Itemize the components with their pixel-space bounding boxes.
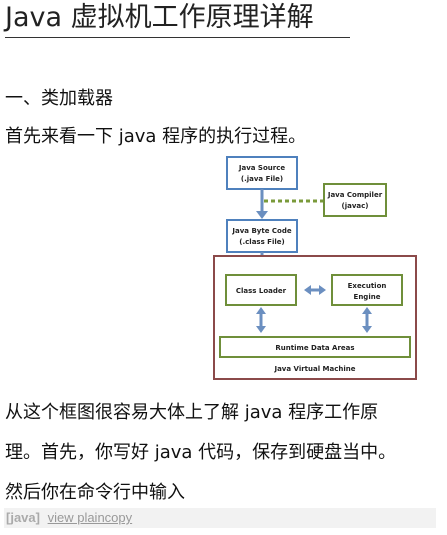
jvm-flow-diagram: Java Source (.java File) Java Compiler (… [213, 156, 417, 380]
java-compiler-line2: (javac) [342, 202, 369, 210]
page-title: Java 虚拟机工作原理详解 [5, 0, 350, 38]
class-loader-label: Class Loader [236, 287, 287, 295]
java-source-line2: (.java File) [241, 175, 283, 183]
byte-code-box [226, 219, 298, 253]
arrow-head-engine-down [362, 326, 372, 333]
byte-code-line2: (.class File) [239, 238, 284, 246]
paragraph-line-2: 理。首先，你写好 java 代码，保存到硬盘当中。 [5, 442, 397, 463]
arrow-head-left [304, 285, 311, 295]
code-language-label: [java] [6, 510, 40, 525]
arrow-head-right [319, 285, 326, 295]
arrow-head-bytecode [256, 211, 268, 219]
intro-paragraph: 首先来看一下 java 程序的执行过程。 [5, 126, 307, 147]
paragraph-line-3: 然后你在命令行中输入 [5, 482, 185, 503]
paragraph-line-1: 从这个框图很容易大体上了解 java 程序工作原 [5, 402, 379, 423]
page-title-text: Java 虚拟机工作原理详解 [5, 2, 314, 33]
view-plaincopy-link[interactable]: view plaincopy [47, 510, 133, 525]
runtime-data-areas-box [219, 336, 411, 358]
java-compiler-box [323, 183, 387, 217]
code-toolbar: [java] view plaincopy [4, 508, 436, 528]
arrow-head-loader-up [256, 307, 266, 314]
runtime-data-areas-label: Runtime Data Areas [275, 344, 354, 352]
section-heading: 一、类加载器 [5, 88, 113, 109]
jvm-label: Java Virtual Machine [273, 365, 355, 373]
java-compiler-line1: Java Compiler [327, 191, 383, 199]
arrow-head-engine-up [362, 307, 372, 314]
execution-engine-line2: Engine [354, 293, 381, 301]
java-source-box [226, 156, 298, 190]
java-source-line1: Java Source [238, 164, 285, 172]
class-loader-box [225, 274, 297, 306]
execution-engine-line1: Execution [348, 282, 387, 290]
execution-engine-box [331, 274, 403, 306]
arrow-head-loader-down [256, 326, 266, 333]
byte-code-line1: Java Byte Code [231, 227, 291, 235]
